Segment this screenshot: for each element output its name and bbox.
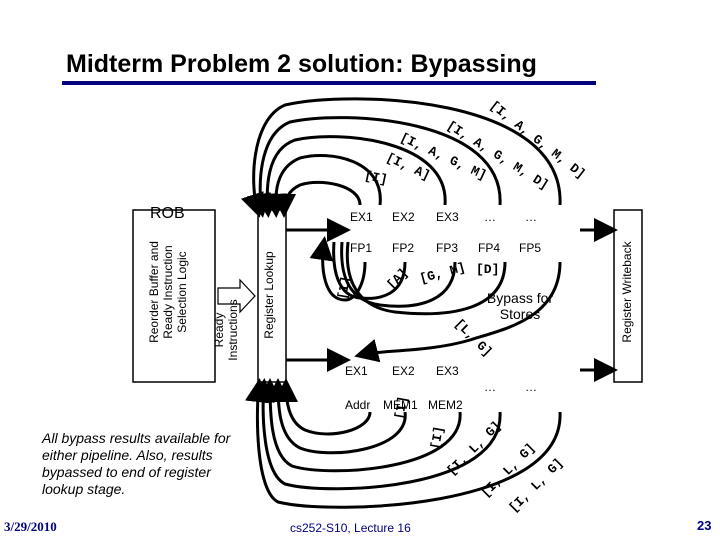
lower-ex1-stage: EX1 [345, 364, 368, 378]
title-underline [62, 81, 596, 85]
rob-label: ROB [150, 205, 185, 222]
mem2-stage: MEM2 [428, 398, 463, 412]
upper-ex3-stage: EX3 [436, 210, 459, 224]
fp4-stage: FP4 [478, 241, 501, 255]
reorder-buffer-label-line1: Reorder Buffer and [147, 241, 161, 343]
upper-ex4-stage: … [484, 210, 496, 224]
lower-ex2-stage: EX2 [392, 364, 415, 378]
bypass-for-stores-label: Bypass for Stores [470, 290, 570, 322]
ready-instructions-label-line1: Ready [212, 312, 226, 348]
page-title: Midterm Problem 2 solution: Bypassing [66, 50, 537, 78]
reorder-buffer-label-line3: Selection Logic [175, 251, 189, 333]
fp3-stage: FP3 [436, 241, 459, 255]
reorder-buffer-label: Reorder Buffer and Ready Instruction Sel… [147, 217, 189, 367]
lower-ex3-stage: EX3 [436, 364, 459, 378]
fp5-stage: FP5 [519, 241, 542, 255]
ready-instructions-label-line2: Instructions [226, 299, 240, 361]
ready-instructions-label: Ready Instructions [212, 275, 240, 385]
addr-stage: Addr [345, 398, 371, 412]
fp2-stage: FP2 [392, 241, 415, 255]
register-lookup-box [257, 209, 287, 383]
mem1-stage: MEM1 [383, 398, 418, 412]
inner-bypass-tag: [D] [476, 262, 500, 277]
footer-page-number: 23 [697, 518, 712, 533]
lower-ex4-stage: … [484, 380, 496, 394]
register-lookup-label: Register Lookup [262, 251, 276, 339]
bypass-for-stores-line1: Bypass for [486, 290, 554, 306]
register-writeback-box [613, 209, 643, 383]
upper-ex2-stage: EX2 [392, 210, 415, 224]
bypass-for-stores-line2: Stores [499, 306, 541, 322]
upper-ex5-stage: … [525, 210, 537, 224]
fp1-stage: FP1 [350, 241, 373, 255]
bypass-note: All bypass results available for either … [42, 430, 231, 497]
upper-ex1-stage: EX1 [350, 210, 373, 224]
reorder-buffer-label-line2: Ready Instruction [161, 245, 175, 339]
register-writeback-label: Register Writeback [620, 241, 634, 343]
footer-date: 3/29/2010 [4, 519, 57, 534]
ready-instructions-arrow [217, 278, 256, 314]
lower-ex5-stage: … [525, 380, 537, 394]
reorder-buffer-box [132, 209, 216, 383]
footer-course: cs252-S10, Lecture 16 [290, 521, 411, 535]
